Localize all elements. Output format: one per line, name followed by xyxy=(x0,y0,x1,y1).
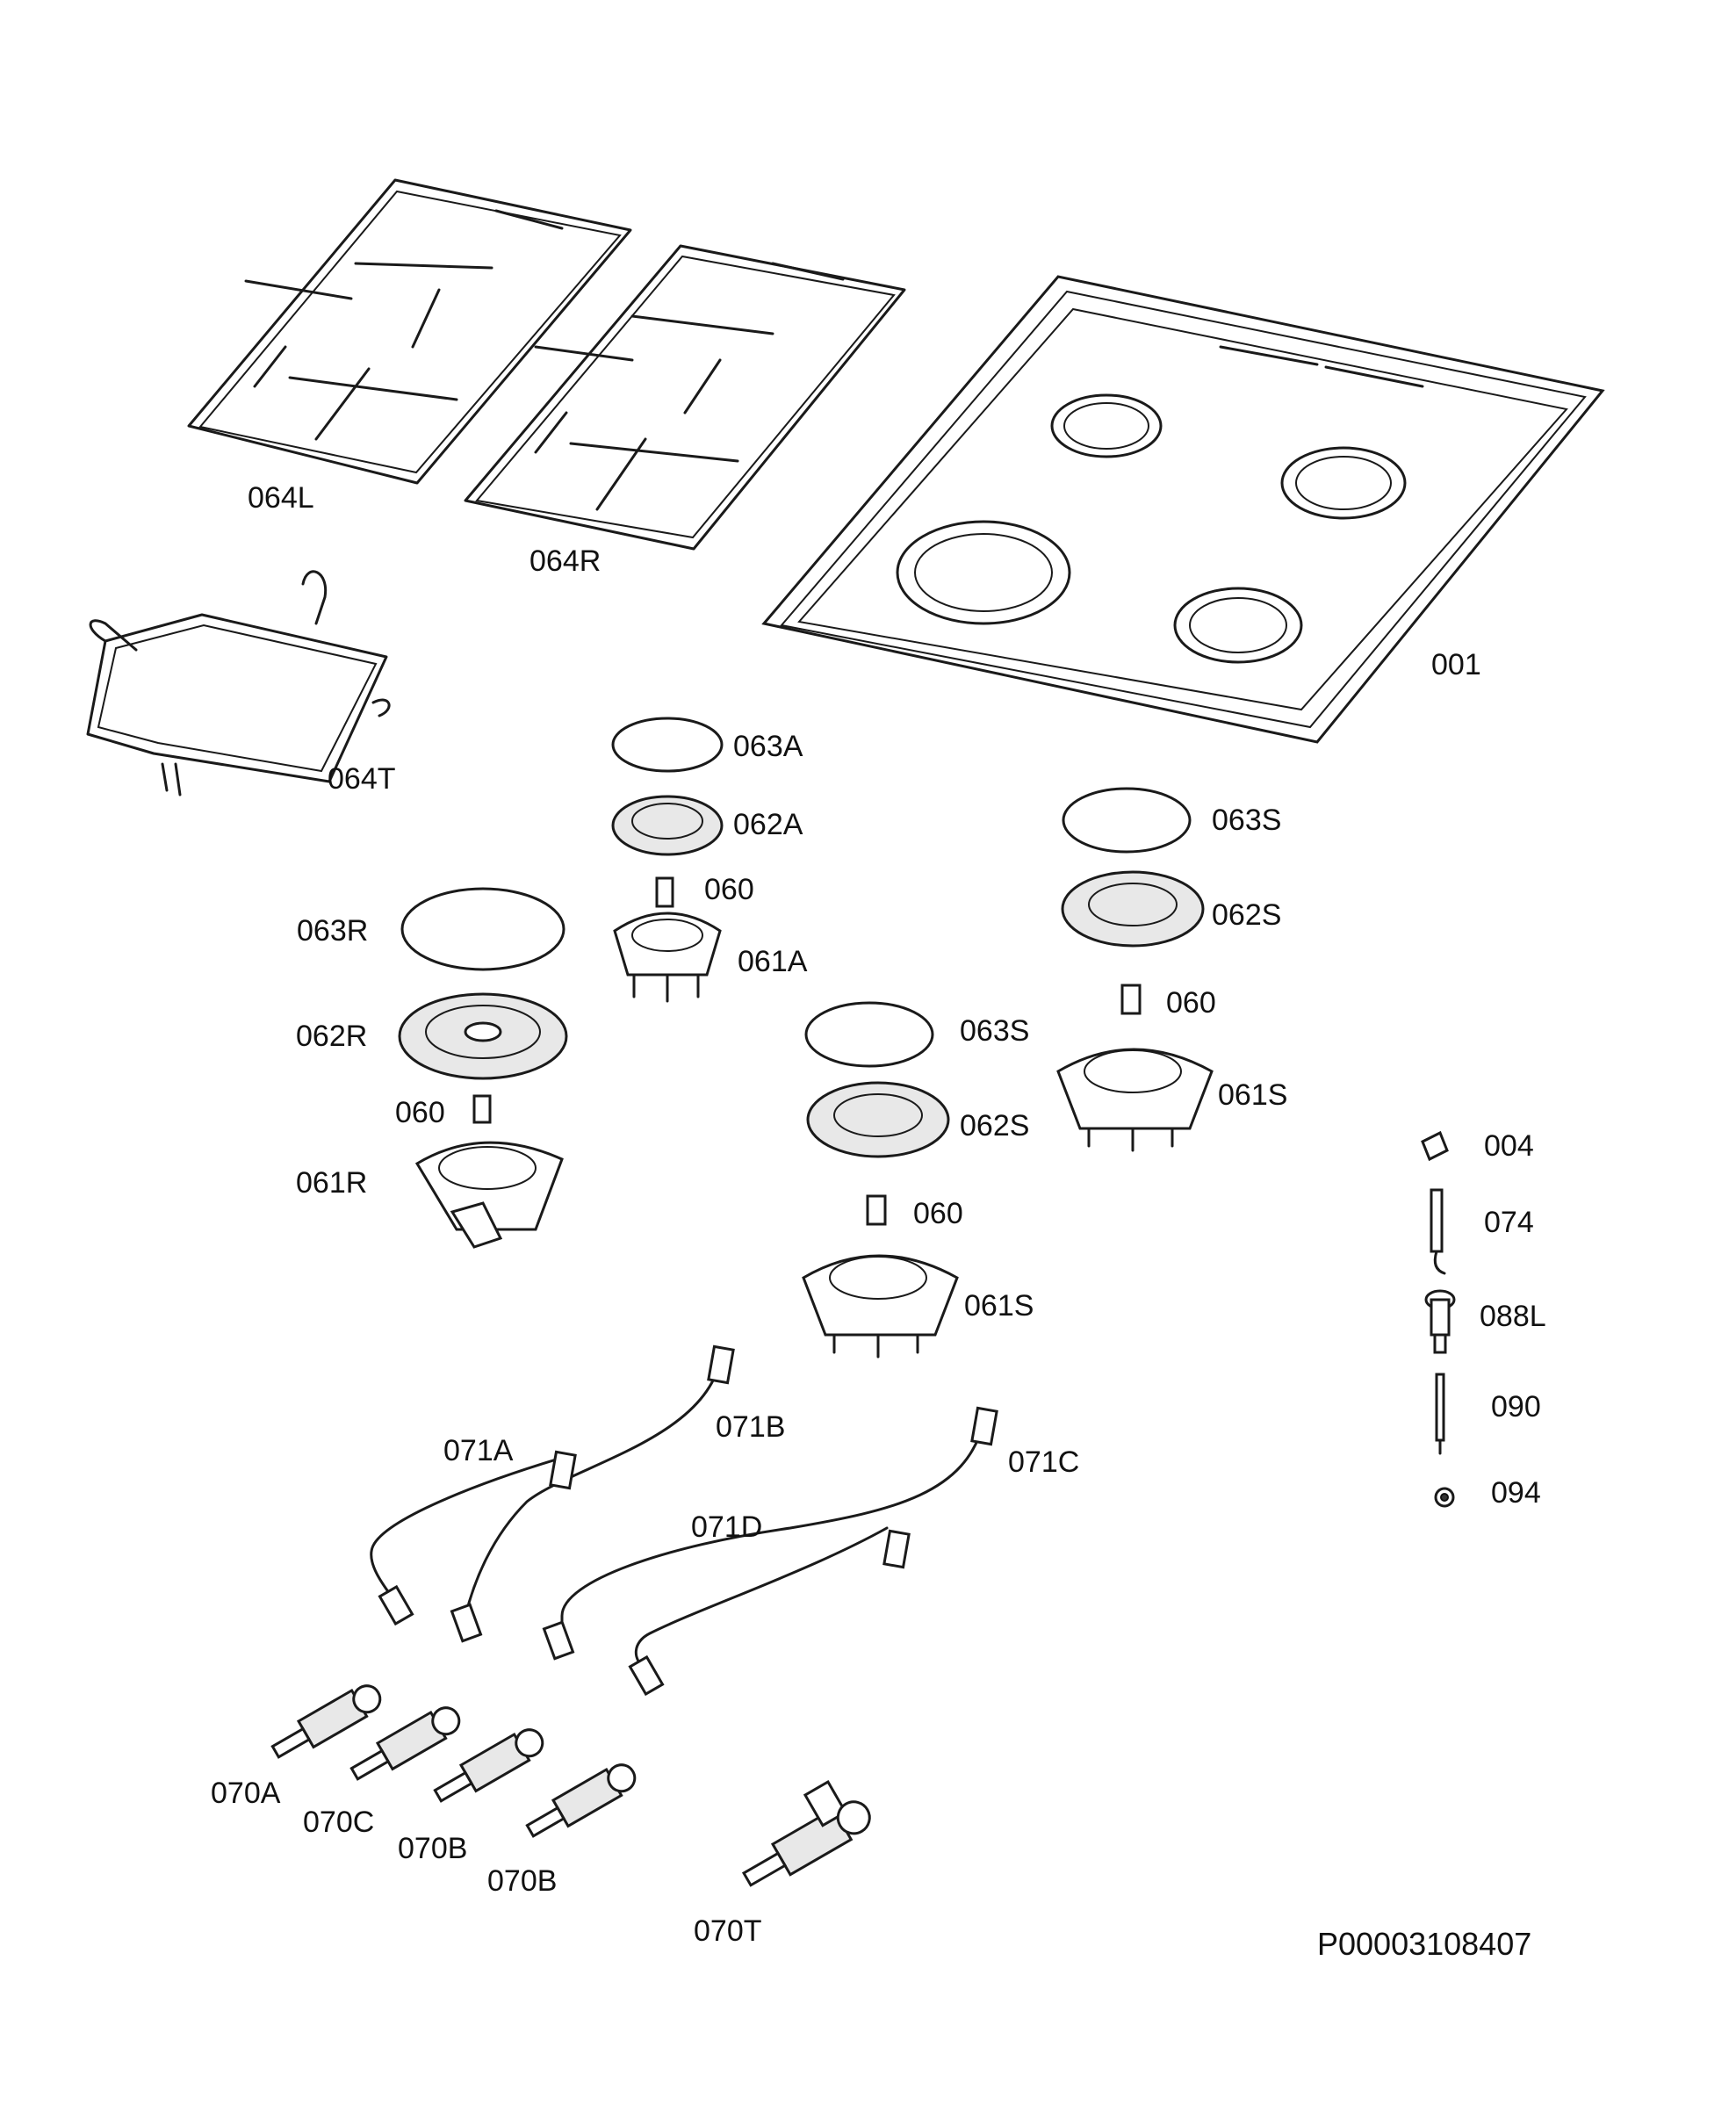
label-062R: 062R xyxy=(296,1020,368,1053)
label-062S-right: 062S xyxy=(1212,898,1282,932)
label-074: 074 xyxy=(1484,1206,1534,1239)
label-070B-2: 070B xyxy=(487,1864,558,1898)
label-071B: 071B xyxy=(716,1410,786,1444)
label-090: 090 xyxy=(1491,1390,1541,1424)
label-063A: 063A xyxy=(733,730,803,763)
label-064T: 064T xyxy=(328,762,396,796)
label-060-b: 060 xyxy=(1166,986,1216,1020)
label-061S-right: 061S xyxy=(1218,1078,1288,1112)
label-094: 094 xyxy=(1491,1476,1541,1510)
label-070C: 070C xyxy=(303,1806,375,1839)
label-064L: 064L xyxy=(248,481,314,515)
label-063R: 063R xyxy=(297,914,369,948)
burner-assembly-S-mid xyxy=(802,1001,959,1359)
label-004: 004 xyxy=(1484,1129,1534,1163)
label-070B-1: 070B xyxy=(398,1832,468,1865)
label-070T: 070T xyxy=(694,1914,762,1948)
pan-support-064R xyxy=(464,244,906,551)
burner-assembly-A xyxy=(611,717,724,1003)
label-061S-mid: 061S xyxy=(964,1289,1034,1323)
gas-valves xyxy=(270,1684,871,1887)
small-parts xyxy=(1421,1130,1456,1508)
label-071C: 071C xyxy=(1008,1445,1080,1479)
wok-support-064T xyxy=(86,570,391,797)
label-001: 001 xyxy=(1431,648,1481,681)
label-060-a: 060 xyxy=(704,873,754,906)
label-070A: 070A xyxy=(211,1777,281,1810)
label-088L: 088L xyxy=(1480,1300,1546,1333)
hob-top-001 xyxy=(761,275,1605,744)
label-061R: 061R xyxy=(296,1166,368,1200)
pan-support-064L xyxy=(187,178,632,485)
label-063S-mid: 063S xyxy=(960,1014,1030,1048)
label-060-d: 060 xyxy=(913,1197,963,1230)
label-063S-right: 063S xyxy=(1212,804,1282,837)
burner-assembly-R xyxy=(398,887,568,1249)
label-071D: 071D xyxy=(691,1510,763,1544)
label-060-c: 060 xyxy=(395,1096,445,1129)
burner-assembly-S-right xyxy=(1056,787,1214,1152)
label-071A: 071A xyxy=(443,1434,514,1467)
label-062A: 062A xyxy=(733,808,803,841)
label-064R: 064R xyxy=(529,544,601,578)
label-061A: 061A xyxy=(738,945,808,978)
label-062S-mid: 062S xyxy=(960,1109,1030,1142)
gas-pipes xyxy=(370,1344,998,1697)
document-id: P00003108407 xyxy=(1317,1926,1532,1962)
